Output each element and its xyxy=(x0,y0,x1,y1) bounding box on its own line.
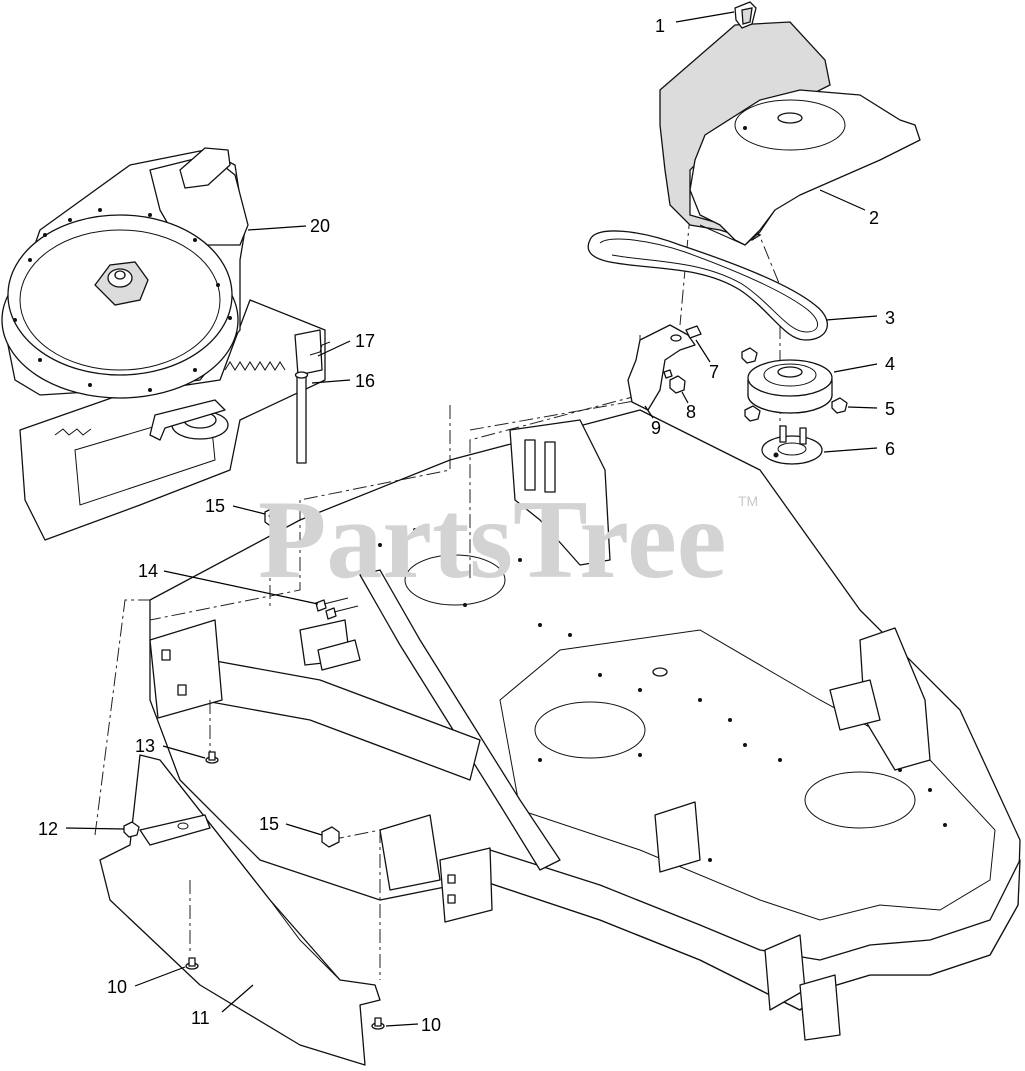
belt-cover xyxy=(659,21,921,246)
mower-deck xyxy=(149,409,1021,1041)
screw-13 xyxy=(205,751,219,764)
watermark-text: PartsTree xyxy=(258,478,727,602)
spindle-spacer xyxy=(761,425,823,465)
blower-assembly xyxy=(1,147,326,541)
idler-bolt xyxy=(685,325,702,339)
callout-labels: 1 2 3 4 5 6 7 8 9 10 10 11 12 13 14 15 1… xyxy=(38,16,895,1035)
callout-13: 13 xyxy=(135,736,155,756)
callout-15-upper: 15 xyxy=(205,496,225,516)
callout-11: 11 xyxy=(191,1008,210,1028)
callout-14: 14 xyxy=(138,561,158,581)
pivot-pin xyxy=(294,371,309,464)
deck-holes xyxy=(378,528,947,862)
spindle-opening-center xyxy=(534,701,646,759)
callout-16: 16 xyxy=(355,371,375,391)
callout-17: 17 xyxy=(355,331,375,351)
callout-4: 4 xyxy=(885,354,895,374)
nut-12 xyxy=(123,821,140,838)
spindle-opening-left xyxy=(404,554,506,606)
callout-12: 12 xyxy=(38,819,58,839)
callout-9: 9 xyxy=(651,418,661,438)
callout-15-lower: 15 xyxy=(259,814,279,834)
carriage-bolts xyxy=(315,597,359,620)
callout-2: 2 xyxy=(869,208,879,228)
callout-20: 20 xyxy=(310,216,330,236)
callout-10-right: 10 xyxy=(421,1015,441,1035)
flange-nut-lower xyxy=(321,826,340,848)
pulley-nuts xyxy=(741,347,848,422)
callout-3: 3 xyxy=(885,308,895,328)
callout-8: 8 xyxy=(686,402,696,422)
drive-pulley xyxy=(747,359,833,414)
watermark-trademark: TM xyxy=(738,493,758,509)
baffle-plate xyxy=(99,754,381,1066)
spindle-opening-right xyxy=(804,771,916,829)
leader-lines xyxy=(65,11,878,1027)
knob xyxy=(734,1,757,29)
callout-7: 7 xyxy=(709,362,719,382)
drive-belt xyxy=(587,230,828,341)
callout-1: 1 xyxy=(655,16,665,36)
callout-6: 6 xyxy=(885,439,895,459)
screw-10-right xyxy=(371,1017,385,1030)
screw-10-left xyxy=(185,957,199,970)
idler-bracket xyxy=(627,324,696,411)
spring-rod xyxy=(309,341,331,356)
callout-5: 5 xyxy=(885,399,895,419)
flange-nut-upper xyxy=(264,506,283,528)
idler-nut xyxy=(663,369,686,394)
watermark: PartsTree TM xyxy=(258,478,758,602)
callout-10-left: 10 xyxy=(107,977,127,997)
